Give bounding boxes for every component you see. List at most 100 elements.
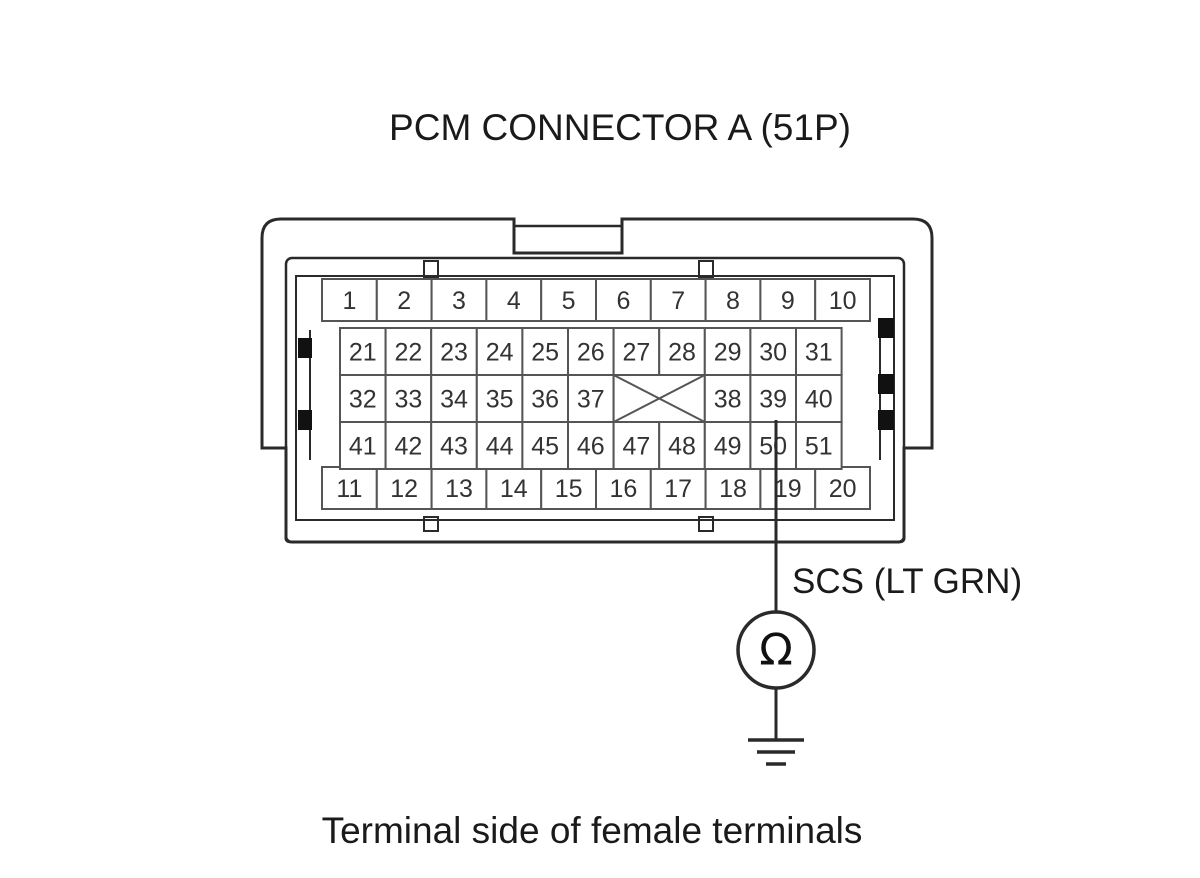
terminal-21: 21 <box>339 327 387 376</box>
terminal-7: 7 <box>649 278 707 322</box>
terminal-40: 40 <box>795 374 843 423</box>
terminal-22: 22 <box>384 327 433 376</box>
terminal-label: 28 <box>668 339 696 367</box>
terminal-8: 8 <box>704 278 762 322</box>
terminal-4: 4 <box>485 278 543 322</box>
terminal-23: 23 <box>430 327 478 376</box>
terminal-20: 20 <box>814 466 872 510</box>
terminal-48: 48 <box>658 421 706 470</box>
terminal-label: 38 <box>714 386 742 414</box>
terminal-label: 8 <box>726 287 740 315</box>
terminal-33: 33 <box>384 374 433 423</box>
terminal-19: 19 <box>759 466 817 510</box>
terminal-label: 34 <box>440 386 468 414</box>
terminal-31: 31 <box>795 327 843 376</box>
terminal-label: 41 <box>349 433 377 461</box>
right-key-1 <box>878 318 894 338</box>
terminal-label: 32 <box>349 386 377 414</box>
terminal-35: 35 <box>475 374 524 423</box>
terminal-label: 23 <box>440 339 468 367</box>
terminal-12: 12 <box>375 466 433 510</box>
terminal-label: 17 <box>664 475 692 503</box>
terminal-16: 16 <box>595 466 652 510</box>
terminal-26: 26 <box>567 327 615 376</box>
terminal-label: 19 <box>774 475 802 503</box>
terminal-2: 2 <box>375 278 433 322</box>
terminal-34: 34 <box>430 374 478 423</box>
terminal-label: 12 <box>390 475 418 503</box>
terminal-label: 33 <box>394 386 422 414</box>
terminal-11: 11 <box>321 466 378 510</box>
terminal-46: 46 <box>567 421 615 470</box>
terminal-45: 45 <box>521 421 570 470</box>
terminal-label: 21 <box>349 339 377 367</box>
terminal-42: 42 <box>384 421 433 470</box>
ohmmeter-icon: Ω <box>736 610 816 690</box>
terminal-38: 38 <box>703 374 752 423</box>
terminal-17: 17 <box>649 466 707 510</box>
terminal-label: 7 <box>671 287 685 315</box>
ohmmeter-symbol: Ω <box>759 625 793 676</box>
terminal-label: 13 <box>445 475 473 503</box>
terminal-label: 26 <box>577 339 605 367</box>
terminal-label: 35 <box>486 386 514 414</box>
terminal-label: 29 <box>714 339 742 367</box>
terminal-label: 10 <box>829 287 857 315</box>
terminal-37: 37 <box>567 374 615 423</box>
terminal-label: 18 <box>719 475 747 503</box>
terminal-5: 5 <box>540 278 598 322</box>
right-key-3 <box>878 410 894 430</box>
terminal-label: 15 <box>555 475 583 503</box>
wire-label: SCS (LT GRN) <box>792 562 1022 601</box>
terminal-label: 30 <box>759 339 787 367</box>
terminal-30: 30 <box>749 327 798 376</box>
left-key-bottom <box>298 410 312 430</box>
probe-assembly: SCS (LT GRN) Ω <box>736 420 1022 766</box>
terminal-24: 24 <box>475 327 524 376</box>
terminal-14: 14 <box>485 466 543 510</box>
terminal-label: 20 <box>829 475 857 503</box>
terminal-label: 37 <box>577 386 605 414</box>
terminal-label: 36 <box>531 386 559 414</box>
blank-cavity-x-icon <box>612 374 706 423</box>
diagram-caption: Terminal side of female terminals <box>322 810 863 851</box>
terminal-label: 51 <box>805 433 833 461</box>
terminal-label: 1 <box>342 287 356 315</box>
terminal-label: 11 <box>336 475 362 503</box>
terminal-13: 13 <box>430 466 488 510</box>
terminal-label: 25 <box>531 339 559 367</box>
diagram-title: PCM CONNECTOR A (51P) <box>389 107 851 148</box>
terminal-label: 9 <box>781 287 795 315</box>
terminal-label: 39 <box>759 386 787 414</box>
ground-icon <box>748 738 804 766</box>
terminal-44: 44 <box>475 421 524 470</box>
terminal-6: 6 <box>595 278 652 322</box>
terminal-18: 18 <box>704 466 762 510</box>
terminal-label: 48 <box>668 433 696 461</box>
terminal-label: 6 <box>616 287 630 315</box>
terminal-36: 36 <box>521 374 570 423</box>
terminal-15: 15 <box>540 466 598 510</box>
terminal-label: 31 <box>805 339 833 367</box>
terminal-label: 50 <box>759 433 787 461</box>
terminal-49: 49 <box>703 421 752 470</box>
terminal-39: 39 <box>749 374 798 423</box>
terminal-label: 45 <box>531 433 559 461</box>
terminal-label: 16 <box>609 475 637 503</box>
terminal-label: 40 <box>805 386 833 414</box>
right-key-2 <box>878 374 894 394</box>
terminal-28: 28 <box>658 327 706 376</box>
terminal-label: 14 <box>500 475 528 503</box>
terminal-47: 47 <box>612 421 661 470</box>
terminal-label: 5 <box>562 287 576 315</box>
terminal-41: 41 <box>339 421 387 470</box>
terminal-9: 9 <box>759 278 817 322</box>
terminal-label: 3 <box>452 287 466 315</box>
terminal-10: 10 <box>814 278 872 322</box>
terminal-1: 1 <box>321 278 378 322</box>
terminal-3: 3 <box>430 278 488 322</box>
terminal-label: 49 <box>714 433 742 461</box>
terminal-label: 4 <box>507 287 521 315</box>
terminal-label: 42 <box>394 433 422 461</box>
